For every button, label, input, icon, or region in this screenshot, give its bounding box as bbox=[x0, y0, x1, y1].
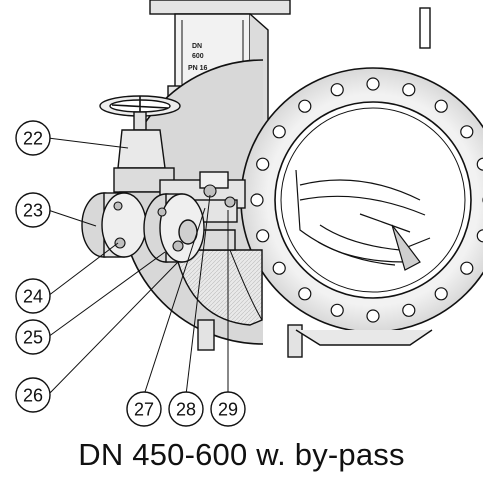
callout-number: 27 bbox=[134, 400, 154, 420]
callout-circle bbox=[15, 377, 51, 413]
callout-number: 23 bbox=[23, 201, 43, 221]
callout-number: 24 bbox=[23, 287, 43, 307]
callout-24: 24 bbox=[15, 278, 51, 314]
callout-23: 23 bbox=[15, 192, 51, 228]
callout-26: 26 bbox=[15, 377, 51, 413]
callout-circle bbox=[15, 278, 51, 314]
callout-circle bbox=[15, 192, 51, 228]
callout-number: 22 bbox=[23, 129, 43, 149]
flange-bolt-hole bbox=[256, 157, 270, 171]
flange-bolt-hole bbox=[434, 287, 448, 301]
marking-size: 600 bbox=[192, 53, 204, 60]
callout-25: 25 bbox=[15, 319, 51, 355]
callout-circle bbox=[15, 120, 51, 156]
flange-bolt-hole bbox=[460, 125, 474, 139]
callout-labels: 22 23 24 25 26 27 28 29 bbox=[15, 120, 246, 427]
callout-circle bbox=[15, 319, 51, 355]
flange-bolt-hole bbox=[366, 309, 380, 323]
callout-circle bbox=[126, 391, 162, 427]
flange-bolt-holes bbox=[250, 77, 483, 323]
callout-27: 27 bbox=[126, 391, 162, 427]
flange-bolt-hole bbox=[460, 261, 474, 275]
callout-28: 28 bbox=[168, 391, 204, 427]
flange-bolt-hole bbox=[476, 229, 483, 243]
flange-bolt-hole bbox=[298, 287, 312, 301]
valve-body-lower bbox=[174, 249, 433, 358]
flange-bolt-hole bbox=[402, 83, 416, 97]
diagram-caption: DN 450-600 w. by-pass bbox=[78, 437, 405, 472]
callout-number: 26 bbox=[23, 386, 43, 406]
flange-bolt-hole bbox=[434, 99, 448, 113]
callout-number: 25 bbox=[23, 328, 43, 348]
flange-bolt-hole bbox=[330, 83, 344, 97]
valve-disc bbox=[295, 169, 431, 271]
flange-bolt-hole bbox=[272, 125, 286, 139]
callout-number: 28 bbox=[176, 400, 196, 420]
bypass-handwheel bbox=[99, 95, 181, 131]
flange-bolt-hole bbox=[402, 303, 416, 317]
flange-bolt-hole bbox=[256, 229, 270, 243]
callout-29: 29 bbox=[210, 391, 246, 427]
flange-bolt-hole bbox=[298, 99, 312, 113]
flange-bolt-hole bbox=[250, 193, 264, 207]
flange-bolt-hole bbox=[330, 303, 344, 317]
leader-lines bbox=[47, 137, 229, 396]
marking-dn: DN bbox=[192, 43, 202, 50]
callout-circle bbox=[210, 391, 246, 427]
callout-22: 22 bbox=[15, 120, 51, 156]
body-marking: DN 600 PN 16 bbox=[188, 43, 208, 72]
callout-number: 29 bbox=[218, 400, 238, 420]
marking-pressure: PN 16 bbox=[188, 65, 208, 72]
flange-bolt-hole bbox=[272, 261, 286, 275]
callout-circle bbox=[168, 391, 204, 427]
flange-bolt-hole bbox=[476, 157, 483, 171]
flange-bolt-hole bbox=[366, 77, 380, 91]
